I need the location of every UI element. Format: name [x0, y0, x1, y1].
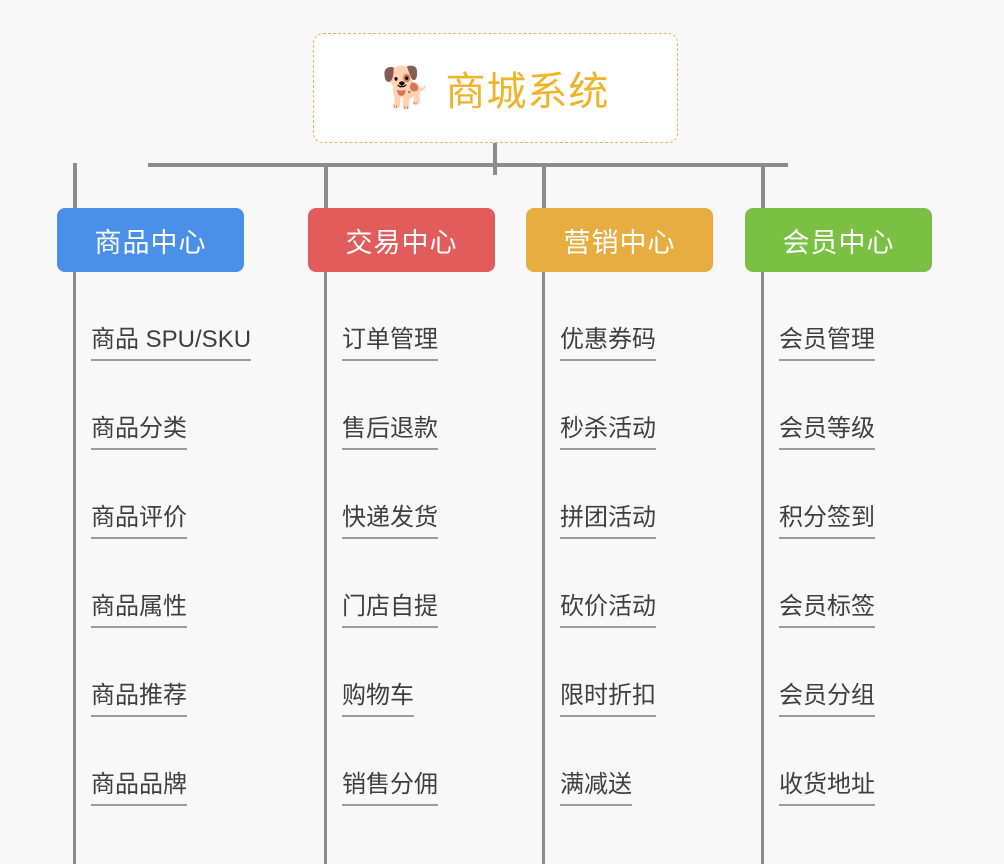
leaf-item[interactable]: 销售分佣 [308, 717, 495, 806]
leaf-item[interactable]: 满减送 [526, 717, 713, 806]
leaf-item-label: 商品分类 [91, 415, 187, 450]
leaf-item[interactable]: 砍价活动 [526, 539, 713, 628]
leaf-item[interactable]: 优惠券码 [526, 272, 713, 361]
leaf-item-label: 砍价活动 [560, 593, 656, 628]
connector-horizontal-bar [148, 163, 788, 167]
leaf-item-label: 收货地址 [779, 771, 875, 806]
leaf-item-label: 会员等级 [779, 415, 875, 450]
shiba-dog-face-icon: 🐕 [381, 66, 432, 110]
leaf-item[interactable]: 收货地址 [745, 717, 932, 806]
leaf-item-label: 限时折扣 [560, 682, 656, 717]
branch-column-product-center: 商品中心商品 SPU/SKU 商品分类商品评价商品属性商品推荐商品品牌 [57, 208, 252, 864]
leaf-item-label: 商品 SPU/SKU [91, 326, 252, 361]
connector-drop-3 [542, 163, 546, 208]
leaf-item[interactable]: 商品评价 [57, 450, 244, 539]
leaf-item-label: 积分签到 [779, 504, 875, 539]
leaf-item-label: 商品属性 [91, 593, 187, 628]
leaf-item-label: 订单管理 [342, 326, 438, 361]
leaf-list-product-center: 商品 SPU/SKU 商品分类商品评价商品属性商品推荐商品品牌 [57, 272, 252, 806]
branch-header-marketing-center[interactable]: 营销中心 [526, 208, 713, 272]
leaf-item-label: 门店自提 [342, 593, 438, 628]
connector-spine-member-center [761, 272, 764, 864]
leaf-item[interactable]: 商品分类 [57, 361, 244, 450]
root-node[interactable]: 🐕 商城系统 [313, 33, 678, 143]
leaf-item[interactable]: 积分签到 [745, 450, 932, 539]
leaf-list-member-center: 会员管理会员等级积分签到会员标签会员分组收货地址 [745, 272, 932, 806]
branch-header-member-center[interactable]: 会员中心 [745, 208, 932, 272]
leaf-item-label: 会员分组 [779, 682, 875, 717]
leaf-item[interactable]: 商品品牌 [57, 717, 244, 806]
leaf-item[interactable]: 限时折扣 [526, 628, 713, 717]
connector-spine-trade-center [324, 272, 327, 864]
leaf-item[interactable]: 门店自提 [308, 539, 495, 628]
leaf-item-label: 优惠券码 [560, 326, 656, 361]
leaf-item-label: 购物车 [342, 682, 414, 717]
connector-root-stem [493, 143, 497, 175]
leaf-item[interactable]: 会员管理 [745, 272, 932, 361]
branch-column-marketing-center: 营销中心优惠券码秒杀活动拼团活动砍价活动限时折扣满减送 [526, 208, 713, 864]
leaf-item-label: 商品评价 [91, 504, 187, 539]
branch-header-trade-center[interactable]: 交易中心 [308, 208, 495, 272]
connector-drop-2 [324, 163, 328, 208]
branch-header-product-center[interactable]: 商品中心 [57, 208, 244, 272]
leaf-item-label: 售后退款 [342, 415, 438, 450]
leaf-item-label: 秒杀活动 [560, 415, 656, 450]
leaf-item[interactable]: 拼团活动 [526, 450, 713, 539]
leaf-item[interactable]: 快递发货 [308, 450, 495, 539]
leaf-item-label: 快递发货 [342, 504, 438, 539]
org-chart-canvas: 🐕 商城系统 商品中心商品 SPU/SKU 商品分类商品评价商品属性商品推荐商品品… [57, 33, 932, 864]
leaf-list-trade-center: 订单管理售后退款快递发货门店自提购物车销售分佣 [308, 272, 495, 806]
branch-column-member-center: 会员中心会员管理会员等级积分签到会员标签会员分组收货地址 [745, 208, 932, 864]
leaf-item[interactable]: 购物车 [308, 628, 495, 717]
leaf-item-label: 销售分佣 [342, 771, 438, 806]
leaf-item[interactable]: 商品推荐 [57, 628, 244, 717]
leaf-item-label: 会员标签 [779, 593, 875, 628]
root-title: 商城系统 [445, 70, 610, 114]
branch-column-trade-center: 交易中心订单管理售后退款快递发货门店自提购物车销售分佣 [308, 208, 495, 864]
leaf-item-label: 商品推荐 [91, 682, 187, 717]
leaf-item-label: 拼团活动 [560, 504, 656, 539]
leaf-item[interactable]: 会员等级 [745, 361, 932, 450]
leaf-item-label: 满减送 [560, 771, 632, 806]
leaf-item-label: 商品品牌 [91, 771, 187, 806]
leaf-list-marketing-center: 优惠券码秒杀活动拼团活动砍价活动限时折扣满减送 [526, 272, 713, 806]
leaf-item-label: 会员管理 [779, 326, 875, 361]
connector-drop-4 [761, 163, 765, 208]
leaf-item[interactable]: 秒杀活动 [526, 361, 713, 450]
leaf-item[interactable]: 售后退款 [308, 361, 495, 450]
connector-drop-1 [73, 163, 77, 208]
leaf-item[interactable]: 订单管理 [308, 272, 495, 361]
connector-spine-marketing-center [542, 272, 545, 864]
connector-spine-product-center [73, 272, 76, 864]
leaf-item[interactable]: 商品属性 [57, 539, 244, 628]
leaf-item[interactable]: 会员标签 [745, 539, 932, 628]
leaf-item[interactable]: 会员分组 [745, 628, 932, 717]
leaf-item[interactable]: 商品 SPU/SKU [57, 272, 252, 361]
